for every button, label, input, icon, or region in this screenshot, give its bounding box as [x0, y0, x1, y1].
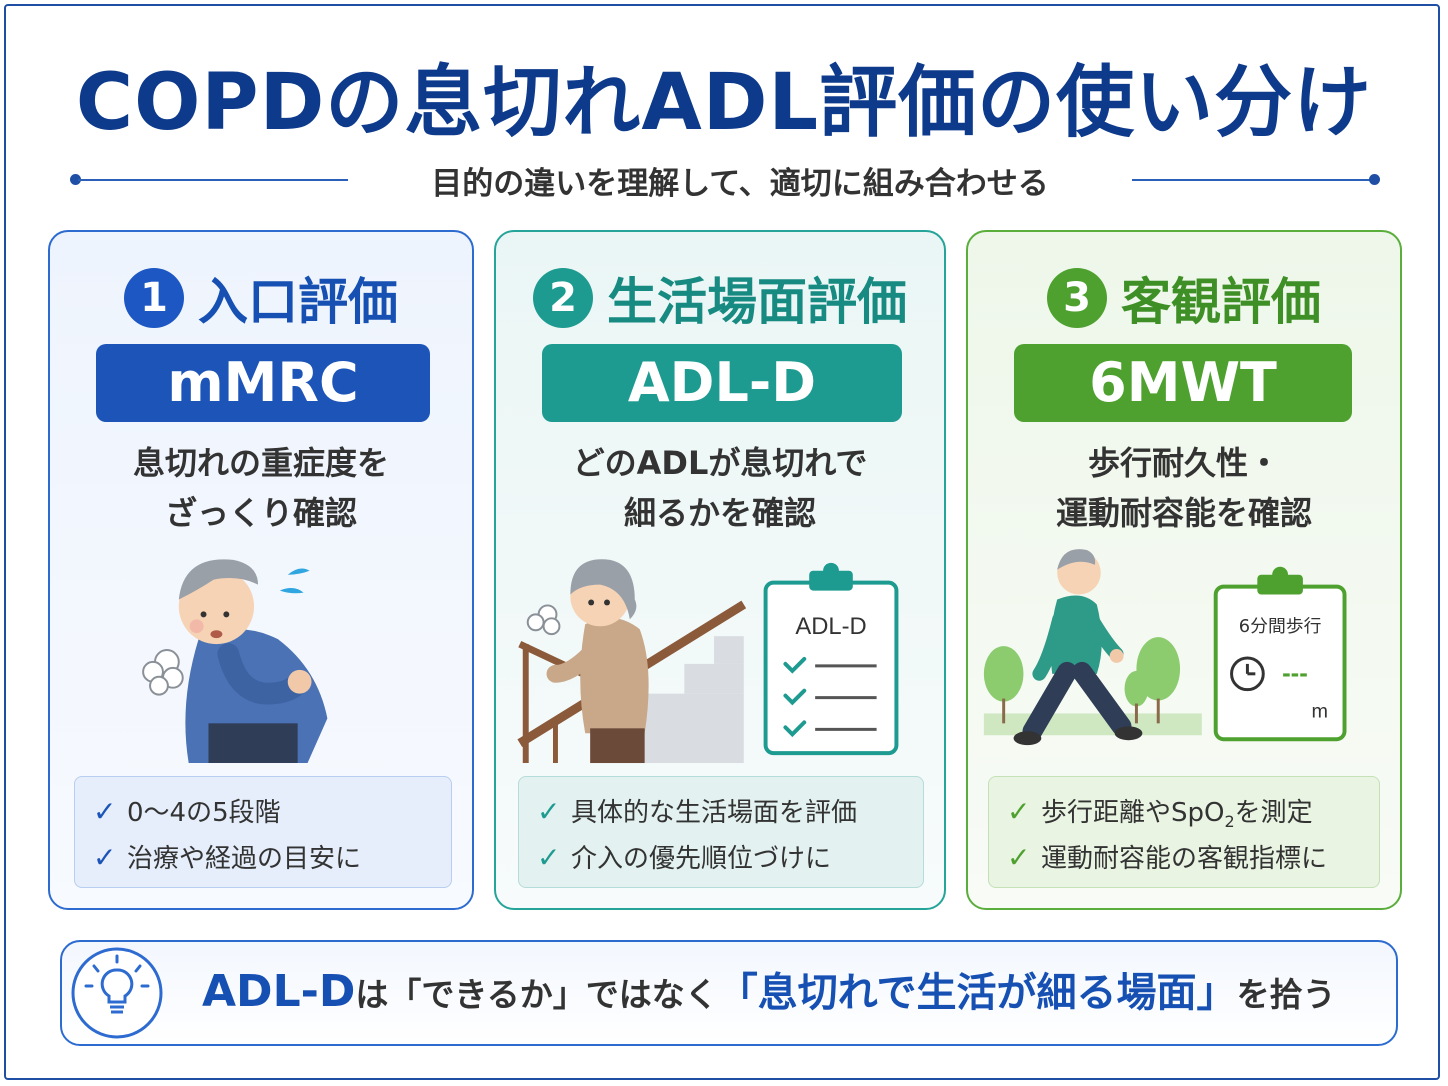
- key-point-middle: は「できるか」ではなく: [355, 975, 718, 1014]
- step-number-badge: 3: [1047, 268, 1107, 328]
- check-list: ✓ 具体的な生活場面を評価 ✓ 介入の優先順位づけに: [518, 776, 924, 888]
- divider-dot: [70, 174, 81, 185]
- check-text: 歩行距離やSpO: [1041, 798, 1225, 828]
- card-heading-label: 入口評価: [198, 273, 398, 331]
- check-icon: ✓: [537, 795, 561, 828]
- subtitle: 目的の違いを理解して、適切に組み合わせる: [431, 166, 1049, 202]
- distance-blank: ---: [1282, 660, 1308, 688]
- description-line: 歩行耐久性・: [1087, 444, 1280, 482]
- check-list: ✓ 0〜4の5段階 ✓ 治療や経過の目安に: [74, 776, 452, 888]
- check-text: 0〜4の5段階: [127, 798, 281, 828]
- page-title: COPDの息切れADL評価の使い分け: [75, 58, 1373, 148]
- description-line: 息切れの重症度を: [132, 444, 389, 482]
- walking-man-icon: 6分間歩行 --- m: [983, 549, 1347, 746]
- tool-name-badge: mMRC: [96, 344, 430, 422]
- check-item: ✓ 運動耐容能の客観指標に: [1007, 835, 1379, 881]
- check-list: ✓ 歩行距離やSpO2を測定 ✓ 運動耐容能の客観指標に: [988, 776, 1380, 888]
- check-text: を測定: [1234, 798, 1313, 828]
- clock-icon: [1230, 656, 1265, 692]
- check-text: 治療や経過の目安に: [127, 844, 362, 874]
- divider-dot: [1369, 174, 1380, 185]
- key-point-tool: ADL-D: [202, 966, 356, 1017]
- check-text: 介入の優先順位づけに: [571, 844, 832, 874]
- key-point-text: ADL-Dは「できるか」ではなく「息切れで生活が細る場面」を拾う: [202, 964, 1336, 1023]
- check-item: ✓ 歩行距離やSpO2を測定: [1007, 789, 1379, 835]
- outer-frame: [4, 4, 1440, 1080]
- key-point-end: を拾う: [1236, 975, 1336, 1014]
- check-icon: ✓: [1007, 795, 1031, 828]
- check-icon: ✓: [93, 795, 117, 828]
- card-description: 歩行耐久性・ 運動耐容能を確認: [968, 438, 1400, 538]
- divider-line: [1132, 179, 1372, 181]
- tool-name-badge: 6MWT: [1014, 344, 1352, 422]
- check-text: 運動耐容能の客観指標に: [1041, 844, 1328, 874]
- card-description: 息切れの重症度を ざっくり確認: [50, 438, 472, 538]
- check-icon: ✓: [93, 841, 117, 874]
- check-item: ✓ 具体的な生活場面を評価: [537, 789, 923, 835]
- check-icon: ✓: [1007, 841, 1031, 874]
- description-line: 運動耐容能を確認: [1055, 494, 1312, 532]
- clipboard-label: ADL-D: [795, 613, 866, 640]
- woman-on-stairs-icon: ADL-D: [517, 559, 899, 764]
- card-heading-label: 客観評価: [1121, 273, 1321, 331]
- check-item: ✓ 0〜4の5段階: [93, 789, 451, 835]
- distance-unit: m: [1311, 700, 1328, 722]
- step-number-badge: 1: [124, 268, 184, 328]
- check-item: ✓ 治療や経過の目安に: [93, 835, 451, 881]
- description-line: ざっくり確認: [164, 494, 357, 532]
- description-line: 細るかを確認: [623, 494, 816, 532]
- divider-line: [78, 179, 348, 181]
- clipboard-label: 6分間歩行: [1239, 616, 1322, 637]
- check-text: 具体的な生活場面を評価: [571, 798, 858, 828]
- tool-name-badge: ADL-D: [542, 344, 902, 422]
- breathless-man-icon: [142, 559, 328, 763]
- subscript: 2: [1224, 812, 1235, 832]
- card-description: どのADLが息切れで 細るかを確認: [496, 438, 944, 538]
- check-item: ✓ 介入の優先順位づけに: [537, 835, 923, 881]
- subtitle-row: 目的の違いを理解して、適切に組み合わせる: [70, 158, 1380, 202]
- description-line: どのADLが息切れで: [572, 444, 868, 482]
- check-icon: ✓: [537, 841, 561, 874]
- card-heading-label: 生活場面評価: [607, 273, 907, 331]
- step-number-badge: 2: [533, 268, 593, 328]
- key-point-banner: ADL-Dは「できるか」ではなく「息切れで生活が細る場面」を拾う: [60, 940, 1398, 1046]
- key-point-emphasis: 「息切れで生活が細る場面」: [717, 970, 1237, 1016]
- lightbulb-icon: [71, 947, 163, 1039]
